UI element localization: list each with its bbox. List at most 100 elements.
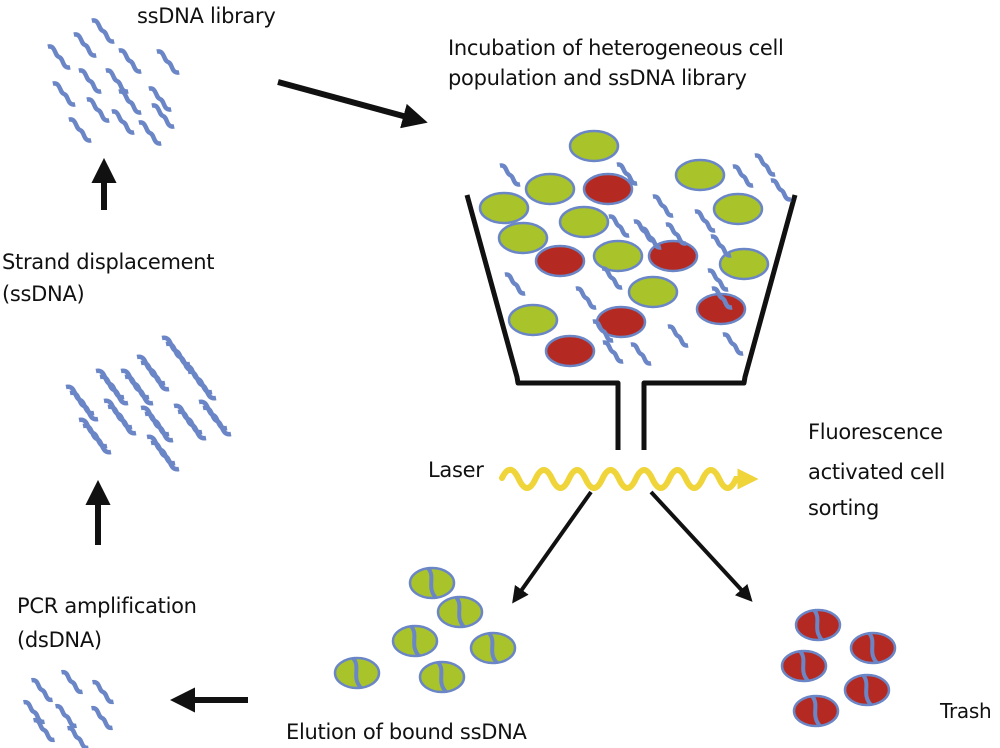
ssdna-strand	[652, 194, 674, 218]
funnel-left-wall	[464, 194, 621, 450]
ssdna-strand	[754, 153, 776, 177]
dsdna-strand	[120, 368, 154, 406]
dsdna-strand	[78, 417, 112, 455]
bound-ssdna	[436, 660, 448, 694]
ssdna-strand	[707, 268, 729, 292]
ssdna-strand	[73, 32, 97, 58]
ssdna-strands	[23, 18, 792, 748]
bound-ssdna	[351, 656, 363, 690]
trash-cells	[780, 608, 897, 728]
ssdna-strand	[592, 319, 614, 343]
bound-cell-green	[333, 656, 381, 690]
dsdna-strand	[140, 405, 174, 443]
trash-cell-red	[780, 649, 828, 683]
label-pcr-line1: PCR amplification	[17, 594, 197, 618]
cell-green	[497, 221, 549, 255]
dsdna-strand	[198, 399, 232, 437]
cell-green	[524, 172, 576, 206]
bound-ssdna	[798, 649, 810, 683]
ssdna-strand	[138, 120, 162, 146]
bound-ssdna	[487, 631, 499, 665]
ssdna-strand	[711, 286, 733, 310]
cell-green	[558, 205, 610, 239]
ssdna-strand	[92, 679, 114, 705]
bound-ssdna	[454, 595, 466, 629]
flow-arrows	[85, 79, 753, 713]
bound-ssdna	[812, 608, 824, 642]
cell-green	[592, 239, 644, 273]
dsdna-strand	[95, 368, 129, 406]
label-facs-line3: sorting	[808, 496, 880, 520]
bound-ssdna	[426, 566, 438, 600]
ssdna-strand	[732, 164, 754, 188]
cell-green	[568, 129, 620, 163]
ssdna-strand	[575, 286, 597, 310]
ssdna-strand	[86, 97, 110, 123]
bound-cell-green	[436, 595, 484, 629]
ssdna-strand	[118, 48, 142, 74]
ssdna-strand	[602, 340, 624, 364]
dsdna-strand-bottom	[202, 405, 232, 437]
ssdna-strand	[67, 725, 89, 748]
ssdna-strand	[31, 677, 53, 703]
laser-beam	[499, 466, 759, 491]
bound-cell-green	[418, 660, 466, 694]
dsdna-strand-bottom	[69, 390, 99, 422]
label-strand-line1: Strand displacement	[2, 250, 215, 274]
trash-cell-red	[843, 673, 891, 707]
label-ssdna-library: ssDNA library	[137, 4, 276, 28]
trash-cell-red	[849, 631, 897, 665]
bound-ssdna	[409, 624, 421, 658]
ssdna-strand	[105, 68, 129, 94]
ssdna-strand	[91, 18, 115, 44]
ssdna-strand	[722, 332, 744, 356]
dsdna-strand	[65, 384, 99, 422]
cell-green	[718, 247, 770, 281]
arrow-facs-to-trash	[649, 490, 753, 602]
cell-red	[534, 244, 586, 278]
trash-cell-red	[794, 608, 842, 642]
dsdna-strand-bottom	[140, 360, 170, 392]
label-facs-line2: activated cell	[808, 460, 945, 484]
funnel	[464, 194, 798, 450]
ssdna-strand	[633, 219, 655, 243]
ssdna-strand	[68, 117, 92, 143]
ssdna-strand	[118, 89, 142, 115]
dsdna-strand-bottom	[107, 404, 137, 436]
dsdna-strand	[183, 363, 217, 401]
ssdna-strand	[499, 163, 521, 187]
ssdna-strand	[616, 162, 638, 186]
label-trash: Trash	[940, 699, 992, 723]
label-incubation-line2: population and ssDNA library	[448, 66, 747, 90]
ssdna-strand	[608, 214, 630, 238]
trash-cell-red	[792, 694, 840, 728]
ssdna-strand	[61, 669, 83, 695]
label-elution: Elution of bound ssDNA	[286, 720, 527, 744]
ssdna-strand	[111, 109, 135, 135]
cell-green	[627, 275, 679, 309]
cell-green	[507, 303, 559, 337]
funnel-right-wall	[641, 194, 798, 450]
label-strand-line2: (ssDNA)	[2, 282, 85, 306]
ssdna-strand	[667, 324, 689, 348]
dsdna-strands	[65, 335, 232, 472]
ssdna-strand	[156, 49, 180, 75]
dsdna-strand-bottom	[177, 409, 207, 441]
dsdna-strand-bottom	[150, 440, 180, 472]
dsdna-strand-bottom	[124, 374, 154, 406]
dsdna-strand	[146, 434, 180, 472]
bound-cell-green	[469, 631, 517, 665]
ssdna-strand	[148, 86, 172, 112]
bound-cell-green	[391, 624, 439, 658]
ssdna-strand	[665, 222, 687, 246]
bound-ssdna	[867, 631, 879, 665]
label-incubation-line1: Incubation of heterogeneous cell	[448, 36, 784, 60]
ssdna-strand	[601, 266, 623, 290]
bound-ssdna	[861, 673, 873, 707]
dsdna-strand-bottom	[82, 423, 112, 455]
cell-green	[712, 192, 764, 226]
ssdna-strand	[710, 234, 732, 258]
dsdna-strand-bottom	[144, 411, 174, 443]
arrow-facs-to-bound	[512, 490, 593, 604]
